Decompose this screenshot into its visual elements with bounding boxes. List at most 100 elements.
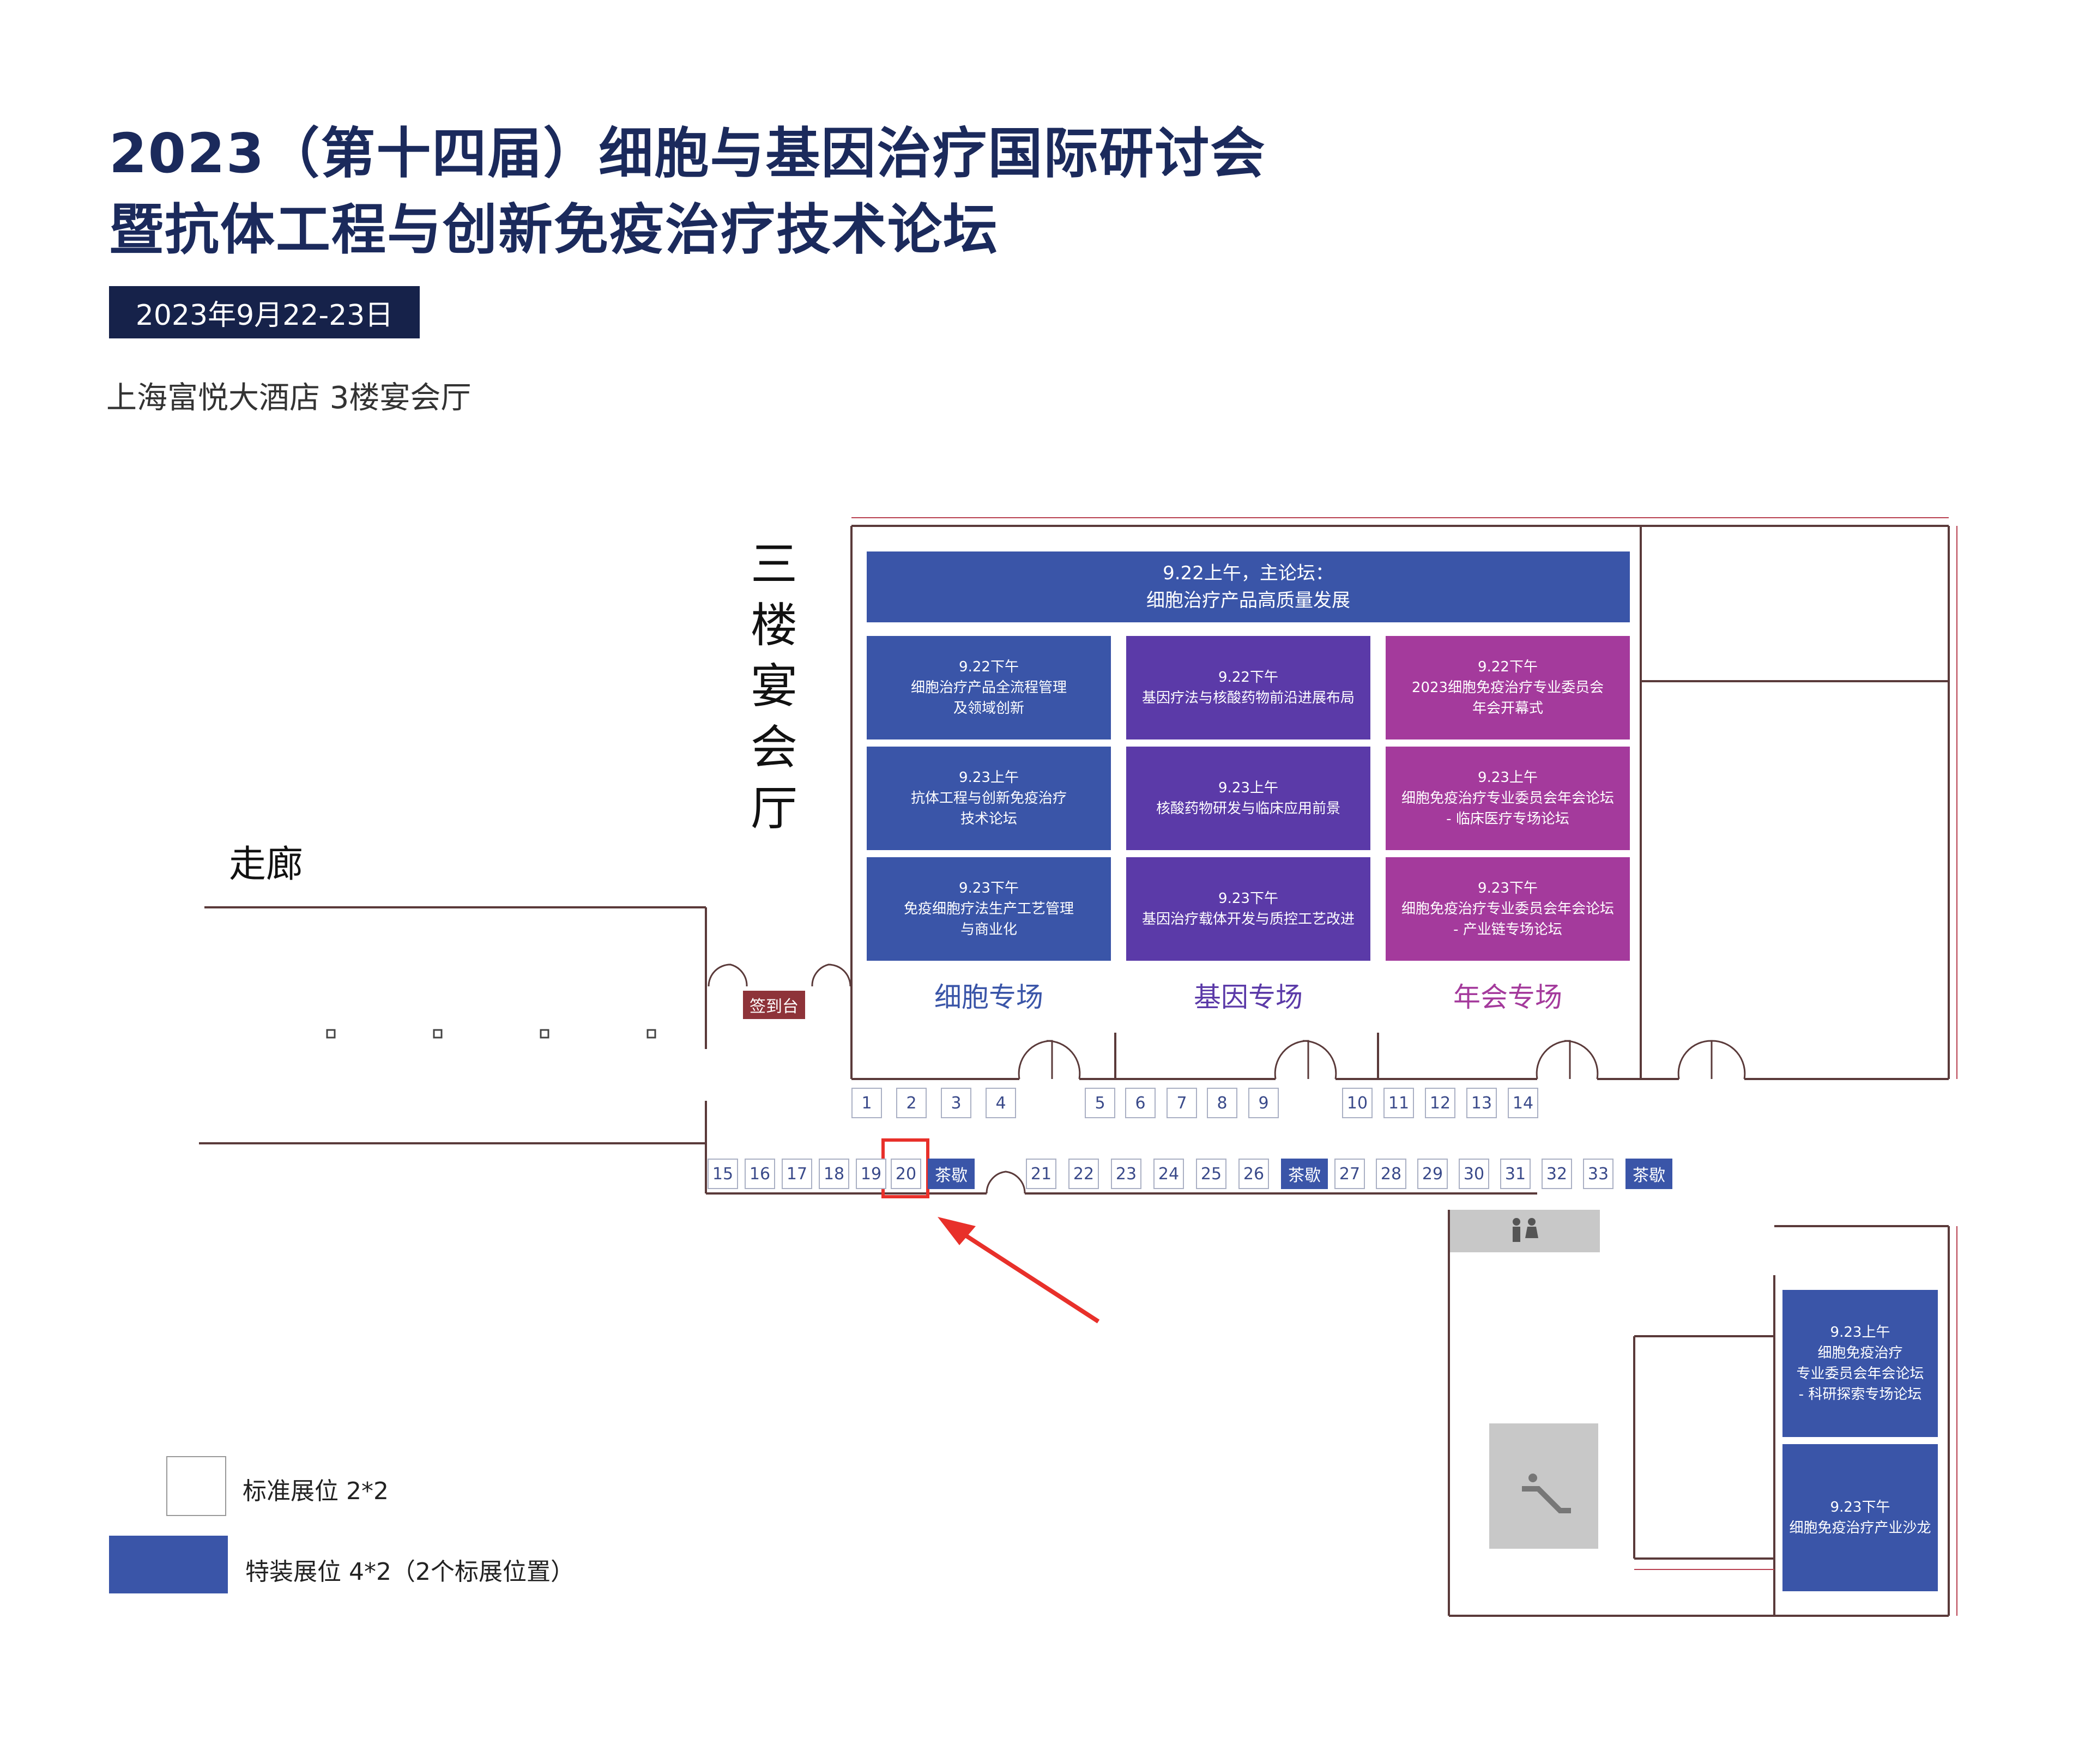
booth[interactable]: 24: [1153, 1159, 1184, 1189]
booth[interactable]: 32: [1542, 1159, 1572, 1189]
booth[interactable]: 21: [1026, 1159, 1056, 1189]
session-title: 基因疗法与核酸药物前沿进展布局: [1141, 690, 1355, 706]
escalator-icon: [1522, 1474, 1571, 1513]
booth[interactable]: 29: [1417, 1159, 1448, 1189]
booth[interactable]: 31: [1500, 1159, 1531, 1189]
gene-session-1: 9.22下午 基因疗法与核酸药物前沿进展布局: [1126, 636, 1370, 739]
session-title: 专业委员会年会论坛: [1796, 1366, 1924, 1382]
main-forum-time: 9.22上午，主论坛：: [1163, 562, 1334, 584]
booth[interactable]: 17: [782, 1159, 812, 1189]
signin-desk: 签到台: [743, 991, 805, 1019]
session-title: - 产业链专场论坛: [1453, 922, 1562, 938]
annual-session-3: 9.23下午 细胞免疫治疗专业委员会年会论坛 - 产业链专场论坛: [1386, 857, 1630, 961]
main-forum-block: 9.22上午，主论坛： 细胞治疗产品高质量发展: [867, 551, 1630, 622]
booth[interactable]: 6: [1125, 1088, 1156, 1118]
title-line-1: 2023（第十四届）细胞与基因治疗国际研讨会: [109, 122, 1266, 185]
legend-standard-label: 标准展位 2*2: [243, 1477, 389, 1505]
session-title: 2023细胞免疫治疗专业委员会: [1411, 680, 1604, 696]
booth[interactable]: 30: [1459, 1159, 1489, 1189]
side-room-session-1: 9.23上午 细胞免疫治疗 专业委员会年会论坛 - 科研探索专场论坛: [1782, 1290, 1938, 1437]
cell-session-1: 9.22下午 细胞治疗产品全流程管理 及领域创新: [867, 636, 1111, 739]
session-title: 技术论坛: [960, 811, 1017, 827]
hall-name-vertical: 三 楼 宴 会 厅: [747, 534, 801, 839]
session-title: 基因治疗载体开发与质控工艺改进: [1141, 911, 1355, 928]
session-title: 年会开幕式: [1472, 700, 1543, 717]
session-title: 细胞免疫治疗: [1817, 1345, 1903, 1361]
booth[interactable]: 8: [1207, 1088, 1237, 1118]
booth[interactable]: 13: [1466, 1088, 1497, 1118]
session-time: 9.23上午: [1478, 769, 1538, 786]
zone-label-annual: 年会专场: [1453, 981, 1562, 1013]
booth[interactable]: 15: [708, 1159, 738, 1189]
escalator-area: [1489, 1423, 1598, 1549]
hall-name-char: 厅: [751, 781, 797, 836]
booth[interactable]: 2: [896, 1088, 927, 1118]
booth[interactable]: 1: [851, 1088, 882, 1118]
session-title: 细胞免疫治疗专业委员会年会论坛: [1401, 790, 1614, 807]
restroom-area: [1450, 1210, 1600, 1252]
hall-name-char: 三: [751, 537, 797, 592]
booth[interactable]: 19: [856, 1159, 886, 1189]
booth[interactable]: 28: [1376, 1159, 1406, 1189]
tea-break: 茶歇: [928, 1159, 975, 1189]
hall-name-char: 宴: [751, 659, 797, 714]
booth[interactable]: 16: [745, 1159, 775, 1189]
title-line-2: 暨抗体工程与创新免疫治疗技术论坛: [109, 198, 999, 262]
session-title: 细胞免疫治疗专业委员会年会论坛: [1401, 901, 1614, 917]
booth[interactable]: 11: [1383, 1088, 1414, 1118]
legend-special-label: 特装展位 4*2（2个标展位置）: [245, 1558, 575, 1586]
session-title: 细胞治疗产品全流程管理: [910, 680, 1067, 696]
booth[interactable]: 12: [1425, 1088, 1455, 1118]
session-time: 9.23上午: [1830, 1324, 1890, 1341]
booth[interactable]: 5: [1085, 1088, 1115, 1118]
cell-session-3: 9.23下午 免疫细胞疗法生产工艺管理 与商业化: [867, 857, 1111, 961]
booth[interactable]: 4: [986, 1088, 1016, 1118]
booth[interactable]: 9: [1248, 1088, 1279, 1118]
booth[interactable]: 26: [1238, 1159, 1269, 1189]
main-forum-title: 细胞治疗产品高质量发展: [1146, 590, 1350, 611]
booth[interactable]: 18: [819, 1159, 849, 1189]
session-time: 9.22下午: [1478, 659, 1538, 675]
booth[interactable]: 7: [1167, 1088, 1197, 1118]
corridor-label: 走廊: [229, 843, 304, 886]
zone-label-cell: 细胞专场: [934, 981, 1043, 1013]
date-badge: 2023年9月22-23日: [109, 286, 420, 338]
session-title: - 科研探索专场论坛: [1798, 1386, 1922, 1403]
cell-session-2: 9.23上午 抗体工程与创新免疫治疗 技术论坛: [867, 747, 1111, 850]
booth[interactable]: 10: [1342, 1088, 1373, 1118]
booth[interactable]: 27: [1334, 1159, 1365, 1189]
session-time: 9.22下午: [1218, 669, 1278, 686]
booth[interactable]: 33: [1583, 1159, 1613, 1189]
annual-session-2: 9.23上午 细胞免疫治疗专业委员会年会论坛 - 临床医疗专场论坛: [1386, 747, 1630, 850]
session-title: - 临床医疗专场论坛: [1446, 811, 1569, 827]
session-title: 抗体工程与创新免疫治疗: [910, 790, 1067, 807]
session-title: 细胞免疫治疗产业沙龙: [1789, 1520, 1931, 1536]
booth[interactable]: 25: [1196, 1159, 1226, 1189]
booth[interactable]: 3: [941, 1088, 971, 1118]
gene-session-3: 9.23下午 基因治疗载体开发与质控工艺改进: [1126, 857, 1370, 961]
session-time: 9.22下午: [959, 659, 1019, 675]
side-room-session-2: 9.23下午 细胞免疫治疗产业沙龙: [1782, 1444, 1938, 1591]
session-time: 9.23上午: [959, 769, 1019, 786]
session-time: 9.23下午: [959, 880, 1019, 896]
legend-special-swatch: [109, 1536, 228, 1593]
booth-highlighted[interactable]: 20: [891, 1159, 921, 1189]
booth[interactable]: 22: [1068, 1159, 1099, 1189]
zone-label-gene: 基因专场: [1194, 981, 1303, 1013]
venue-text: 上海富悦大酒店 3楼宴会厅: [106, 380, 472, 416]
gene-session-2: 9.23上午 核酸药物研发与临床应用前景: [1126, 747, 1370, 850]
session-time: 9.23下午: [1218, 890, 1278, 907]
tea-break: 茶歇: [1281, 1159, 1328, 1189]
restroom-icon: [1513, 1218, 1538, 1242]
booth[interactable]: 14: [1508, 1088, 1538, 1118]
booth[interactable]: 23: [1111, 1159, 1141, 1189]
session-time: 9.23下午: [1830, 1499, 1890, 1516]
session-time: 9.23上午: [1218, 780, 1278, 796]
session-title: 核酸药物研发与临床应用前景: [1156, 801, 1340, 817]
annual-session-1: 9.22下午 2023细胞免疫治疗专业委员会 年会开幕式: [1386, 636, 1630, 739]
hall-name-char: 楼: [751, 598, 797, 653]
tea-break: 茶歇: [1625, 1159, 1672, 1189]
session-title: 与商业化: [960, 922, 1017, 938]
